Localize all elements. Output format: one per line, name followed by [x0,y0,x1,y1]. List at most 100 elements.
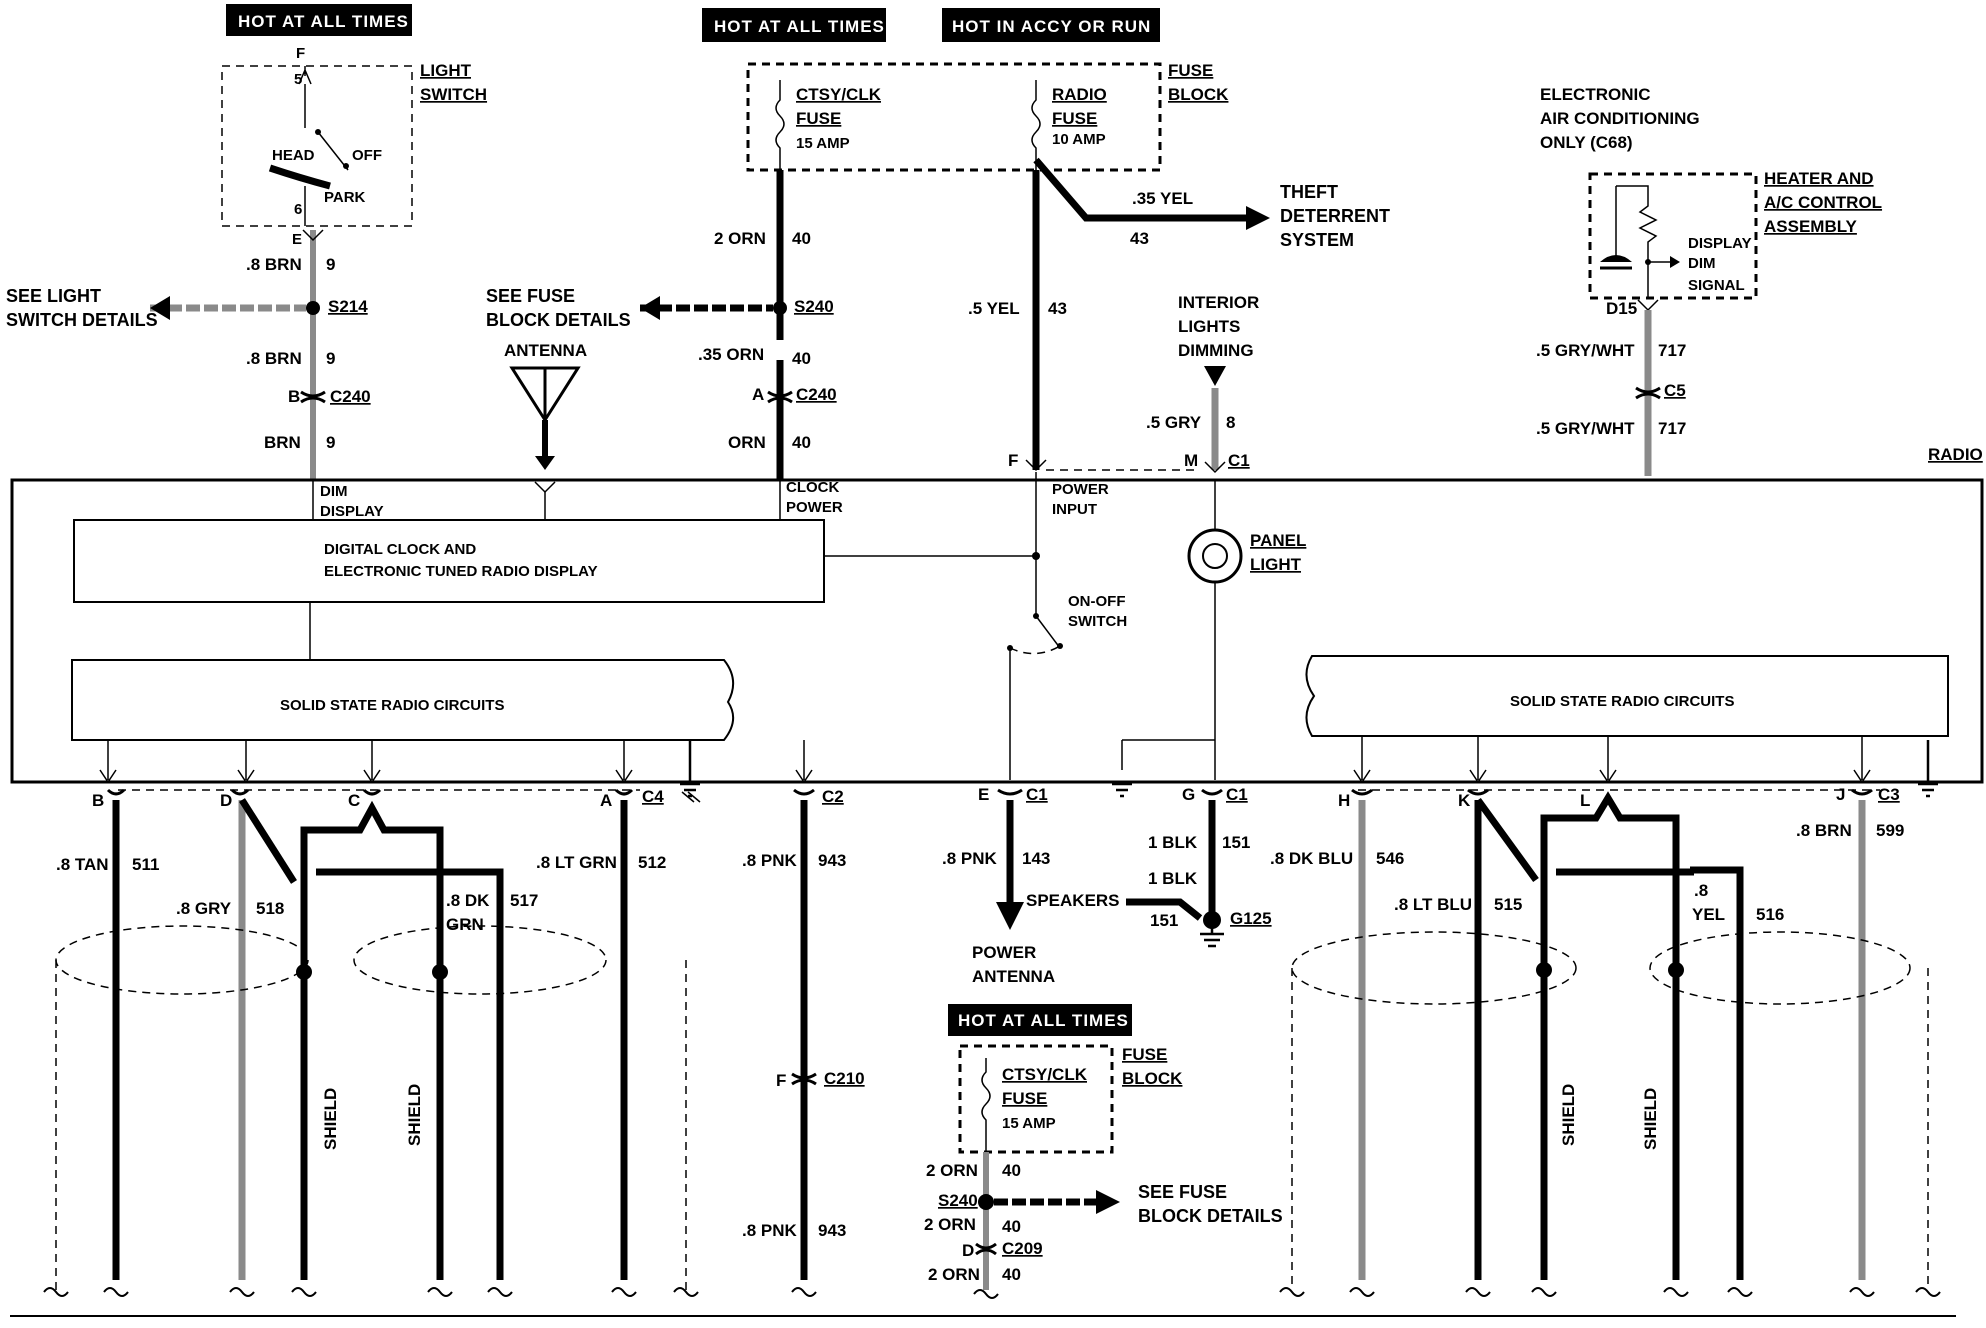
heater-title-2: A/C CONTROL [1764,193,1882,212]
bottom-fuse-title-2: BLOCK [1122,1069,1183,1088]
wire-35orn: .35 ORN [698,345,764,364]
wire-circuit-599: 599 [1876,821,1904,840]
fuse-block-title-1: FUSE [1168,61,1213,80]
interior-line-1: INTERIOR [1178,293,1259,312]
header-hot-mid: HOT AT ALL TIMES [702,8,886,42]
connector-c240-a: C240 [796,385,837,404]
wire-orn: ORN [728,433,766,452]
pin-a: A [600,791,612,810]
wire-circuit-151-a: 151 [1222,833,1250,852]
bottom-wire-orn-b: 2 ORN [924,1215,976,1234]
ac-line-3: ONLY (C68) [1540,133,1633,152]
wire-blk-a: 1 BLK [1148,833,1198,852]
wire-circuit-546: 546 [1376,849,1404,868]
theft-wire: .35 YEL [1132,189,1193,208]
theft-line-3: SYSTEM [1280,230,1354,250]
light-switch-term-6: 6 [294,201,302,218]
ground-g125: G125 [1230,909,1272,928]
onoff-2: SWITCH [1068,613,1127,630]
wire-yel-2: YEL [1692,905,1725,924]
wire-circuit-516: 516 [1756,905,1784,924]
shield-label-2: SHIELD [405,1084,424,1146]
wire-circuit-515: 515 [1494,895,1522,914]
fuse-ctsy-2: FUSE [796,109,841,128]
onoff-1: ON-OFF [1068,593,1126,610]
power-antenna-1: POWER [972,943,1036,962]
header-hot-mid-text: HOT AT ALL TIMES [714,17,885,36]
ac-display: DISPLAY [1688,235,1752,252]
bottom-see-fuse-2: BLOCK DETAILS [1138,1206,1283,1226]
connector-c1-m: C1 [1228,451,1250,470]
light-switch-term-f: F [296,45,305,62]
ac-signal: SIGNAL [1688,277,1745,294]
pin-c: C [348,791,360,810]
light-switch-term-5: 5 [294,71,302,88]
header-hot-accy: HOT IN ACCY OR RUN [942,8,1160,42]
electronic-ac: ELECTRONIC AIR CONDITIONING ONLY (C68) D… [1536,85,1882,476]
wire-brn-b: .8 BRN [246,349,302,368]
wire-gw-b: .5 GRY/WHT [1536,419,1635,438]
ac-line-1: ELECTRONIC [1540,85,1651,104]
clock-power-wire: 2 ORN 40 S240 SEE FUSE BLOCK DETAILS .35… [486,170,837,480]
connector-c240-b: C240 [330,387,371,406]
light-switch-title-2: SWITCH [420,85,487,104]
panel-light-2: LIGHT [1250,555,1302,574]
pin-d: D [220,791,232,810]
pin-b: B [92,791,104,810]
bottom-fuse-title-1: FUSE [1122,1045,1167,1064]
shield-label-1: SHIELD [321,1088,340,1150]
continuation-marks [10,1287,1956,1317]
wire-circuit-43: 43 [1048,299,1067,318]
theft-line-1: THEFT [1280,182,1338,202]
light-switch-park: PARK [324,189,366,206]
wire-5yel: .5 YEL [968,299,1020,318]
header-hot-left-text: HOT AT ALL TIMES [238,12,409,31]
pin-j: J [1836,785,1845,804]
antenna: ANTENNA [504,341,587,520]
speakers-label: SPEAKERS [1026,891,1120,910]
radio-dim-1: DIM [320,483,348,500]
wire-ltblu: .8 LT BLU [1394,895,1472,914]
pin-k: K [1458,791,1471,810]
wire-brn-right: .8 BRN [1796,821,1852,840]
interior-lights-dimming: INTERIOR LIGHTS DIMMING .5 GRY 8 M C1 [1146,293,1259,474]
header-hot-bottom-text: HOT AT ALL TIMES [958,1011,1129,1030]
shield-label-4: SHIELD [1641,1088,1660,1150]
wire-yel-1: .8 [1694,881,1708,900]
bottom-fuse-ctsy-2: FUSE [1002,1089,1047,1108]
radio-dim-2: DISPLAY [320,503,384,520]
theft-circuit: 43 [1130,229,1149,248]
pin-l: L [1580,791,1590,810]
wire-circuit-40-b: 40 [792,349,811,368]
wire-pnk-c: .8 PNK [942,849,998,868]
heater-title-3: ASSEMBLY [1764,217,1858,236]
connector-c2: C2 [822,787,844,806]
power-input-pin-f: F [1008,451,1018,470]
bottom-fuse-amp: 15 AMP [1002,1115,1056,1132]
pin-f-c210: F [776,1071,786,1090]
pin-e: E [978,785,989,804]
bottom-connector-c209: C209 [1002,1239,1043,1258]
radio-clock-2: POWER [786,499,843,516]
bottom-splice-s240: S240 [938,1191,978,1210]
fuse-radio-1: RADIO [1052,85,1107,104]
connector-c4: C4 [642,787,664,806]
bottom-wire-orn-c: 2 ORN [928,1265,980,1284]
left-speakers: B D C A C4 .8 TAN 511 .8 GRY 518 .8 DK G… [55,787,687,1290]
wire-circuit-511: 511 [132,855,159,874]
interior-line-2: LIGHTS [1178,317,1240,336]
display-line-1: DIGITAL CLOCK AND [324,541,476,558]
right-speakers: H K L J C3 .8 DK BLU 546 .8 LT BLU 515 .… [1270,785,1929,1290]
fuse-ctsy-1: CTSY/CLK [796,85,882,104]
wire-circuit-8: 8 [1226,413,1235,432]
heater-title-1: HEATER AND [1764,169,1874,188]
bottom-fuse-ctsy-1: CTSY/CLK [1002,1065,1088,1084]
wire-pnk-b: .8 PNK [742,1221,798,1240]
see-light-switch-1: SEE LIGHT [6,286,101,306]
radio-assembly: RADIO DIM DISPLAY CLOCK POWER POWER INPU… [10,445,1984,784]
wire-2orn: 2 ORN [714,229,766,248]
wire-circuit-9-a: 9 [326,255,335,274]
shield-label-3: SHIELD [1559,1084,1578,1146]
fuse-ctsy-amp: 15 AMP [796,135,850,152]
